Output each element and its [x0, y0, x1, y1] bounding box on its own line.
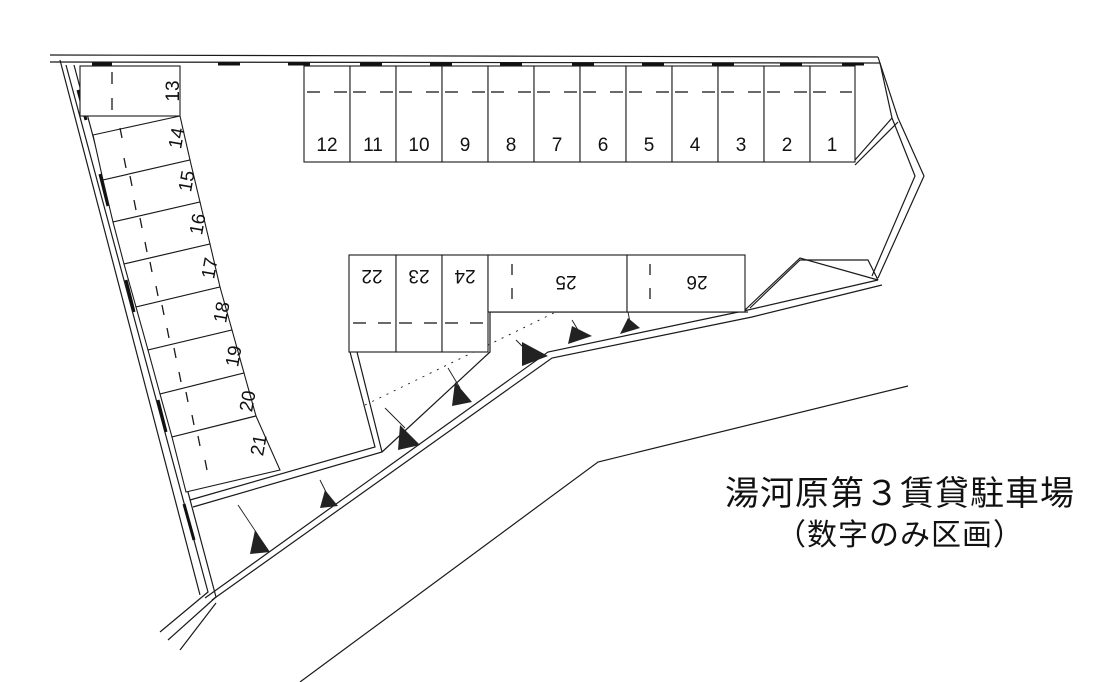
stall-25 [487, 254, 628, 313]
stall-22 [348, 254, 397, 353]
stall-label-22: 22 [361, 265, 382, 286]
stall-label-17: 17 [198, 256, 222, 280]
stall-label-3: 3 [736, 135, 747, 156]
stall-label-6: 6 [598, 135, 609, 156]
stall-label-12: 12 [316, 135, 337, 156]
stall-6 [579, 65, 627, 163]
stall-2 [763, 65, 811, 163]
stall-label-5: 5 [644, 135, 655, 156]
stall-label-19: 19 [222, 344, 246, 368]
stall-label-8: 8 [506, 135, 517, 156]
stall-label-20: 20 [236, 389, 260, 413]
stall-9 [441, 65, 489, 163]
stall-label-14: 14 [165, 126, 189, 151]
boundary-lines [49, 54, 925, 651]
stall-8 [487, 65, 535, 163]
stall-label-10: 10 [408, 135, 429, 156]
stall-label-23: 23 [408, 265, 429, 286]
title-block: 湯河原第３賃貸駐車場 （数字のみ区画） [700, 472, 1100, 556]
stall-label-18: 18 [210, 300, 234, 324]
stall-7 [533, 65, 581, 163]
stall-label-16: 16 [186, 212, 210, 236]
stall-label-24: 24 [454, 265, 476, 286]
driveway-lines [189, 257, 909, 682]
stall-4 [671, 65, 719, 163]
stall-label-2: 2 [782, 135, 793, 156]
stall-label-25: 25 [555, 271, 576, 292]
slope-markers [237, 311, 640, 554]
stall-21 [171, 415, 281, 493]
stall-12 [303, 65, 351, 163]
top-row-stalls: 12 11 10 9 8 7 6 5 4 3 2 1 [303, 65, 856, 163]
stall-label-1: 1 [827, 135, 838, 156]
stall-label-13: 13 [163, 80, 184, 101]
stall-23 [395, 254, 443, 353]
stall-10 [395, 65, 443, 163]
stall-5 [625, 65, 673, 163]
plan-title: 湯河原第３賃貸駐車場 [725, 474, 1075, 514]
inner-wide-stalls: 25 26 [487, 254, 746, 313]
stall-13 [79, 65, 181, 117]
stall-label-4: 4 [690, 135, 701, 156]
stall-13-group: 13 [79, 65, 184, 117]
stall-26 [626, 254, 746, 313]
stall-label-26: 26 [686, 271, 707, 292]
stall-1 [809, 65, 856, 163]
stall-label-15: 15 [175, 169, 199, 193]
plan-subtitle: （数字のみ区画） [776, 518, 1024, 553]
stall-label-21: 21 [247, 433, 271, 457]
left-row-stalls-drawn: 14 15 16 17 18 19 20 21 [92, 115, 281, 493]
stall-24 [441, 254, 489, 353]
stall-label-7: 7 [552, 135, 563, 156]
stall-11 [349, 65, 397, 163]
stall-label-11: 11 [363, 135, 383, 156]
stall-label-9: 9 [460, 135, 471, 156]
inner-small-stalls: 22 23 24 [348, 254, 489, 353]
